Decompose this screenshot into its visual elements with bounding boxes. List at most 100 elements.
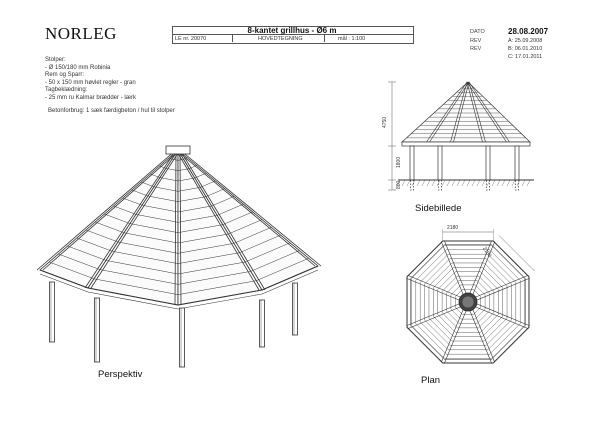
rev-value-c: C: 17.01.2011: [508, 54, 543, 60]
plan-board: [482, 267, 503, 288]
side-ground-hatch: [516, 179, 521, 187]
plan-board: [478, 275, 495, 292]
roof-board: [177, 261, 246, 275]
plan-hip-rafter: [467, 303, 529, 330]
roof-board: [228, 219, 263, 235]
plan-hip-rafter: [469, 241, 496, 303]
roof-board: [177, 271, 251, 285]
side-ground-hatch: [431, 179, 436, 187]
rev-value-b: B: 06.01.2010: [508, 46, 543, 52]
plan-board: [485, 258, 512, 285]
side-ground-hatch: [486, 179, 491, 187]
roof-board: [239, 234, 281, 253]
roof-board: [93, 278, 179, 295]
side-ground-hatch: [421, 179, 426, 187]
eave-fascia: [87, 287, 179, 306]
plan-hip-rafter: [466, 240, 493, 302]
spec-line-posts-heading: Stolper:: [45, 57, 66, 63]
roof-board: [177, 159, 184, 161]
plan-hip-rafter: [440, 241, 467, 303]
eave-fascia: [177, 293, 263, 310]
hip-rafter: [175, 149, 260, 291]
side-rafter: [426, 81, 468, 143]
brand-logo: NORLEG: [45, 24, 117, 43]
plan-hip-rafter: [407, 303, 469, 330]
roof-board: [177, 215, 218, 223]
roof-board: [153, 186, 179, 192]
side-ground-hatch: [526, 179, 531, 187]
rev-label-1: REV: [470, 38, 482, 44]
roof-board: [76, 237, 113, 252]
side-ground-hatch: [451, 179, 456, 187]
side-ground-hatch: [416, 179, 421, 187]
plan-center-vent-inner: [461, 295, 475, 309]
roof-board: [256, 258, 309, 281]
side-ground-hatch: [461, 179, 466, 187]
le-number: LE nr. 20070: [175, 35, 207, 42]
plan-board: [474, 284, 486, 296]
plan-board: [424, 319, 451, 346]
plan-board: [491, 245, 525, 279]
caption-side: Sidebillede: [415, 203, 462, 214]
roof-board: [129, 223, 179, 233]
side-ground-hatch: [426, 179, 431, 187]
caption-plan: Plan: [421, 375, 441, 386]
post: [292, 282, 298, 336]
plan-board: [428, 262, 452, 286]
roof-board: [171, 158, 179, 161]
plan-board: [484, 318, 508, 342]
side-eave-beam: [401, 141, 531, 147]
title-block: [172, 26, 414, 44]
roof-board: [85, 229, 119, 243]
plan-hip-rafter: [469, 301, 496, 363]
plan-hip-rafter: [466, 302, 493, 364]
plan-board: [478, 312, 495, 329]
hip-rafter: [179, 149, 182, 306]
side-ground-hatch: [446, 179, 451, 187]
plan-dim-line-diag: [498, 235, 535, 272]
plan-board: [446, 280, 460, 294]
spec-line-rafters: - 50 x 150 mm høvlet regler - gran: [45, 79, 136, 86]
plan-board: [433, 267, 454, 288]
hip-rafter: [36, 149, 177, 271]
plan-board: [411, 245, 445, 279]
side-rafter: [429, 81, 470, 143]
plan-board: [450, 284, 462, 296]
plan-hip-rafter: [406, 300, 468, 327]
plan-board: [482, 316, 503, 337]
side-ground-hatch: [396, 179, 401, 187]
side-ground-hatch: [406, 179, 411, 187]
plan-board: [480, 271, 499, 290]
spec-line-roofing-heading: Tagbeklædning:: [45, 87, 88, 94]
side-ground-hatch: [471, 179, 476, 187]
plan-board: [441, 312, 458, 329]
plan-board: [489, 323, 521, 355]
side-ground-hatch: [521, 179, 526, 187]
side-ground-hatch: [496, 179, 501, 187]
side-ground-hatch: [466, 179, 471, 187]
plan-board: [415, 323, 447, 355]
roof-board: [99, 269, 179, 285]
apex-cap: [165, 145, 191, 155]
plan-board: [476, 310, 490, 324]
side-ground-hatch: [491, 179, 496, 187]
roof-board: [177, 224, 223, 233]
roof-board: [123, 232, 179, 244]
roof-board: [222, 211, 253, 225]
roof-board: [135, 214, 179, 223]
side-ground-hatch: [511, 179, 516, 187]
caption-perspective: Perspektiv: [98, 369, 143, 380]
dim-plan-top: 2180: [447, 225, 459, 231]
side-ground-hatch: [456, 179, 461, 187]
roof-board: [245, 242, 291, 263]
spec-line-roofing: - 25 mm ru Kalmar brædder - lærk: [45, 94, 137, 101]
plan-hip-rafter: [407, 274, 469, 301]
date-value: 28.08.2007: [508, 27, 549, 36]
spec-line-rafters-heading: Rem og Sparr:: [45, 72, 85, 79]
spec-list: Stolper: - Ø 150/180 mm Robinia Rem og S…: [45, 57, 175, 115]
roof-board: [177, 233, 229, 244]
plan-board: [450, 308, 462, 320]
title-block-vline-1: [232, 34, 233, 42]
